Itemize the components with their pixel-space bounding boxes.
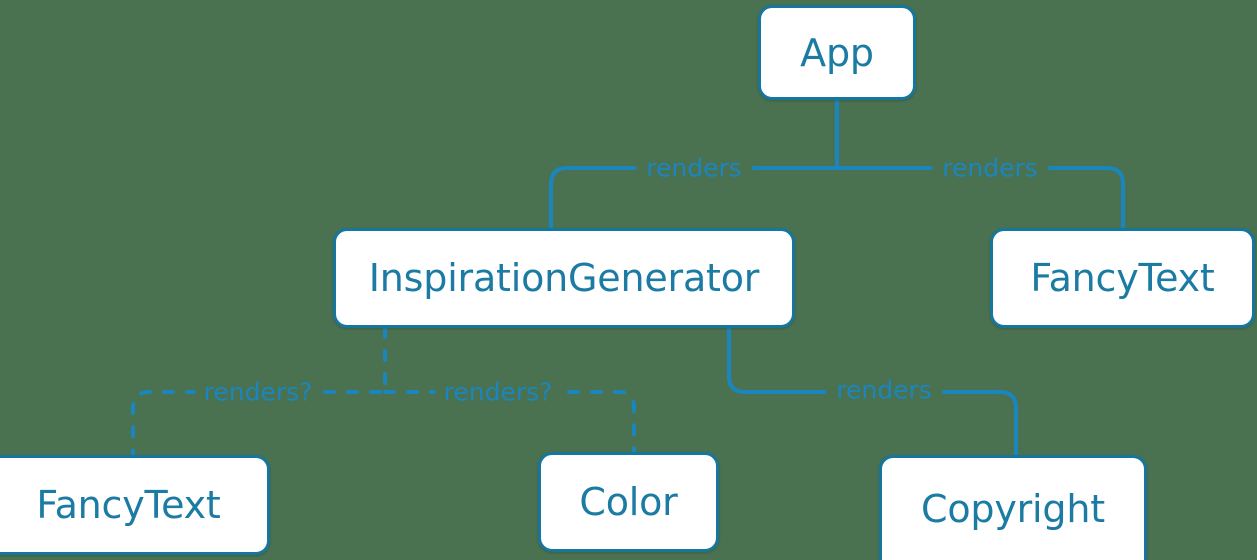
node-copyright[interactable]: Copyright [879, 455, 1147, 560]
node-app[interactable]: App [758, 5, 916, 100]
node-fancy-text-left[interactable]: FancyText [0, 455, 270, 555]
edge-app-to-inspirationgenerator-path [549, 98, 839, 230]
edge-inspirationgenerator-to-color-path [383, 390, 636, 454]
node-fancy-text-right-label: FancyText [1030, 256, 1215, 300]
node-color[interactable]: Color [538, 452, 719, 552]
node-app-label: App [800, 30, 874, 75]
node-fancy-text-right[interactable]: FancyText [990, 228, 1255, 328]
node-fancy-text-left-label: FancyText [36, 483, 221, 527]
edge-inspirationgenerator-to-fancytext-path [131, 326, 387, 457]
node-inspiration-generator-label: InspirationGenerator [368, 256, 760, 300]
node-copyright-label: Copyright [921, 487, 1105, 531]
node-color-label: Color [579, 480, 678, 524]
node-inspiration-generator[interactable]: InspirationGenerator [333, 228, 795, 328]
edge-app-to-fancytext-path [835, 166, 1125, 230]
edge-inspirationgenerator-to-copyright-path [727, 326, 1018, 457]
